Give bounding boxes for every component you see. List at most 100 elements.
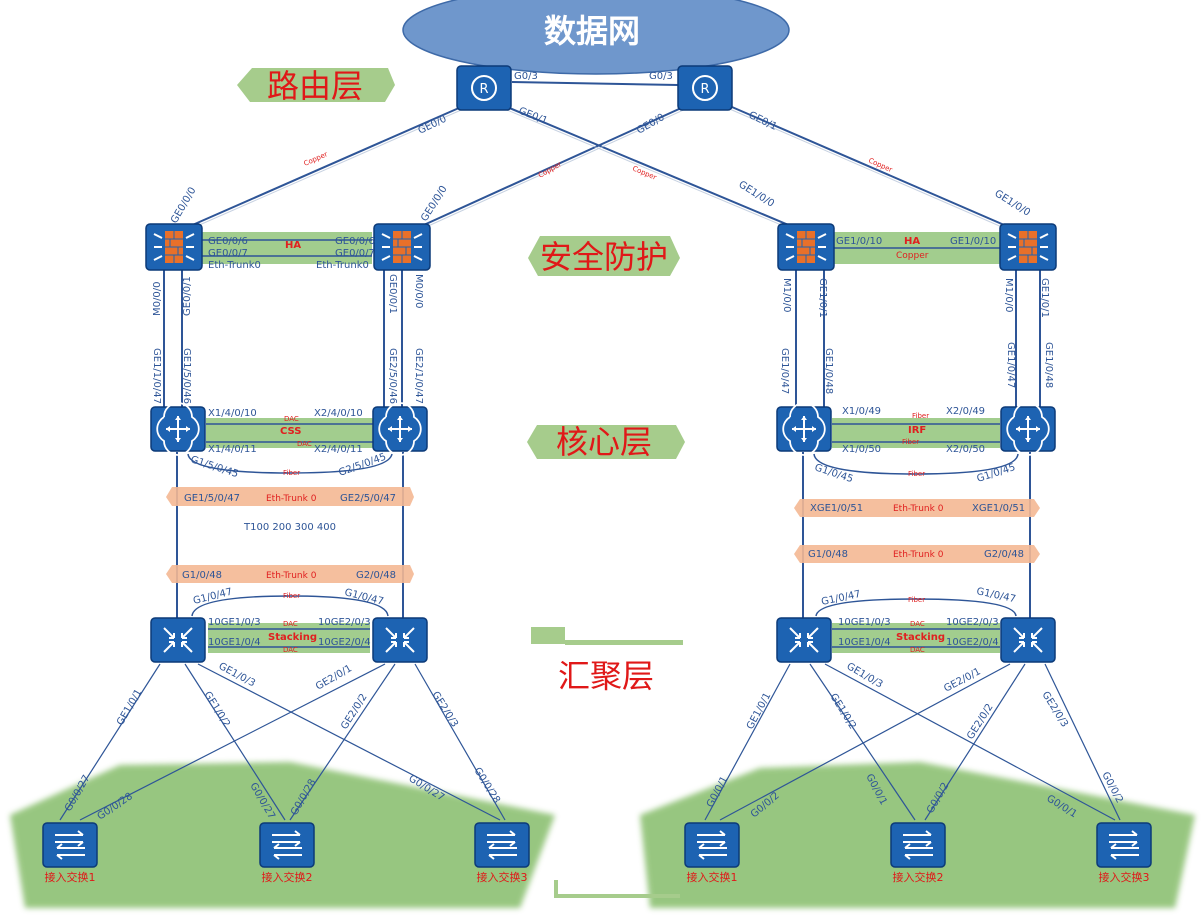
left-vertical-links <box>163 268 404 618</box>
router-right-icon[interactable] <box>677 65 733 111</box>
port-label: GE2/5/0/46 <box>387 348 398 404</box>
port-label: G0/3 <box>649 71 673 82</box>
port-label: GE1/5/0/46 <box>181 348 192 404</box>
aggregation-switch-icon[interactable] <box>372 617 428 663</box>
css-label: CSS <box>280 426 301 437</box>
port-label: GE2/0/2 <box>339 692 369 732</box>
port-label: 10GE2/0/4 <box>946 637 999 648</box>
port-label: GE0/0/0 <box>169 185 198 225</box>
access-switch-icon[interactable] <box>684 822 740 868</box>
port-label: GE1/0/2 <box>201 690 231 730</box>
core-switch-icon[interactable] <box>1000 402 1056 456</box>
firewall-icon[interactable] <box>373 223 431 271</box>
access-switch-icon[interactable] <box>42 822 98 868</box>
port-label: G1/5/0/45 <box>189 454 240 480</box>
cable-label: Fiber <box>908 470 925 478</box>
right-stacking-band <box>832 623 1000 653</box>
stacking-label: Stacking <box>896 632 945 643</box>
firewall-icon[interactable] <box>145 223 203 271</box>
access-switch-label: 接入交换2 <box>262 870 313 884</box>
port-label: M0/0/0 <box>152 282 163 316</box>
port-label: GE0/0/6 <box>335 236 375 247</box>
port-label: X2/0/50 <box>946 444 985 455</box>
port-label: X2/4/0/11 <box>314 444 363 455</box>
data-network-title: 数据网 <box>544 12 640 50</box>
port-label: GE0/0/1 <box>182 276 193 316</box>
stacking-label: Stacking <box>268 632 317 643</box>
port-label: G1/0/45 <box>976 462 1017 485</box>
port-label: GE1/0/1 <box>1039 278 1050 318</box>
core-switch-icon[interactable] <box>150 402 206 456</box>
port-label: GE0/0/1 <box>387 274 398 314</box>
port-label: GE1/0/48 <box>823 348 834 394</box>
port-label: GE1/0/0 <box>992 188 1032 218</box>
band-label: XGE1/0/51 <box>810 503 863 514</box>
irf-label: IRF <box>908 425 926 436</box>
port-label: GE1/0/10 <box>836 236 882 247</box>
port-label: GE0/0/7 <box>208 248 248 259</box>
access-switch-label: 接入交换1 <box>687 870 738 884</box>
firewall-icon[interactable] <box>999 223 1057 271</box>
left-css-band <box>206 418 374 448</box>
core-switch-icon[interactable] <box>776 402 832 456</box>
layer-bg-aggregation-bar <box>565 640 683 645</box>
access-switch-label: 接入交换1 <box>45 870 96 884</box>
access-switch-icon[interactable] <box>259 822 315 868</box>
aggregation-switch-icon[interactable] <box>1000 617 1056 663</box>
cable-label: Copper <box>896 251 929 261</box>
port-label: GE1/0/2 <box>827 692 857 732</box>
right-trunk-band-1 <box>794 499 1040 517</box>
port-label: G1/0/47 <box>343 587 384 607</box>
port-label: GE0/0 <box>416 114 448 137</box>
port-label: G1/0/45 <box>813 462 854 485</box>
layer-bg-security <box>528 236 680 276</box>
port-label: X2/0/49 <box>946 406 985 417</box>
band-label: XGE1/0/51 <box>972 503 1025 514</box>
port-label: 10GE1/0/3 <box>838 617 891 628</box>
left-stacking-band <box>208 623 370 653</box>
access-switch-label: 接入交换3 <box>1099 870 1150 884</box>
cable-label: Fiber <box>283 592 300 600</box>
access-switch-icon[interactable] <box>474 822 530 868</box>
port-label: Eth-Trunk0 <box>208 260 261 271</box>
cable-label: DAC <box>284 415 299 423</box>
band-label: G2/0/48 <box>984 549 1024 560</box>
cable-label: DAC <box>283 646 298 654</box>
port-label: X1/0/49 <box>842 406 881 417</box>
port-label: GE2/0/2 <box>965 702 995 742</box>
right-irf-band <box>832 418 1000 448</box>
band-label: GE2/5/0/47 <box>340 493 396 504</box>
port-label: GE2/0/1 <box>942 666 982 694</box>
band-label: G2/0/48 <box>356 570 396 581</box>
aggregation-switch-icon[interactable] <box>776 617 832 663</box>
ha-label: HA <box>285 240 301 251</box>
layer-bg-bottom-mark <box>554 880 680 898</box>
port-label: GE1/0/3 <box>845 661 885 690</box>
router-links <box>171 81 1026 235</box>
left-ha-band <box>188 232 372 264</box>
layer-label-core: 核心层 <box>556 423 652 461</box>
band-label: GE1/5/0/47 <box>184 493 240 504</box>
cable-label: DAC <box>283 620 298 628</box>
port-label: 10GE1/0/4 <box>838 637 891 648</box>
cable-label: Fiber <box>283 469 300 477</box>
cable-label: Copper <box>303 150 329 168</box>
access-switch-icon[interactable] <box>1096 822 1152 868</box>
layer-label-routing: 路由层 <box>267 67 363 105</box>
access-switch-label: 接入交换2 <box>893 870 944 884</box>
left-trunk-band-1 <box>166 487 414 506</box>
port-label: X1/4/0/11 <box>208 444 257 455</box>
aggregation-switch-icon[interactable] <box>150 617 206 663</box>
cable-label: DAC <box>910 646 925 654</box>
firewall-icon[interactable] <box>777 223 835 271</box>
right-vertical-links <box>795 268 1041 618</box>
layer-bg-core <box>527 425 685 459</box>
access-switch-icon[interactable] <box>890 822 946 868</box>
core-switch-icon[interactable] <box>372 402 428 456</box>
router-left-icon[interactable] <box>456 65 512 111</box>
port-label: GE1/0/1 <box>817 278 828 318</box>
port-label: GE1/0/47 <box>779 348 790 394</box>
port-label: GE2/0/1 <box>314 663 354 692</box>
port-label: Eth-Trunk0 <box>316 260 369 271</box>
